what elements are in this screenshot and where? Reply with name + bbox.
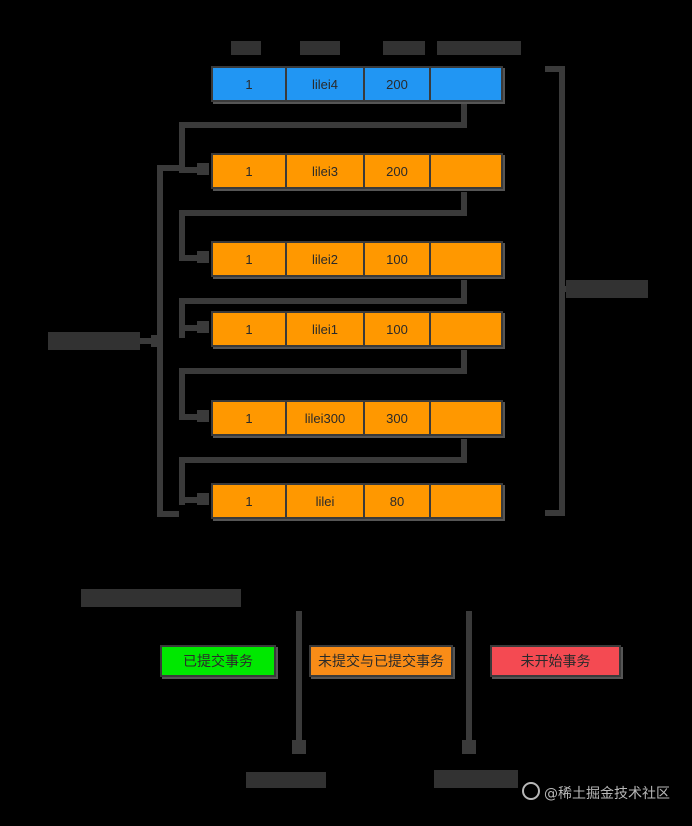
row-cell-pointer xyxy=(431,68,501,100)
pointer-link-2-arrow xyxy=(179,255,209,261)
pointer-link-2-vert-left xyxy=(179,210,185,258)
watermark: @稀土掘金技术社区 xyxy=(522,782,670,803)
row-cell-value: 300 xyxy=(365,402,431,434)
column-header-0: ■■ xyxy=(231,41,261,55)
row-cell-value: 100 xyxy=(365,313,431,345)
row-cell-id: 1 xyxy=(213,155,287,187)
row-cell-value: 200 xyxy=(365,68,431,100)
pointer-link-5-arrow xyxy=(179,497,209,503)
bottom-label-left: ■■■■■■■ xyxy=(246,772,326,788)
row-cell-id: 1 xyxy=(213,402,287,434)
pointer-link-2-horiz xyxy=(179,210,467,216)
table-row[interactable]: 1 lilei 80 xyxy=(211,483,503,519)
row-cell-value: 80 xyxy=(365,485,431,517)
right-brace-top xyxy=(545,66,565,72)
legend-item-not-started[interactable]: 未开始事务 xyxy=(490,645,621,677)
column-header-3: ■■■■■■ xyxy=(437,41,521,55)
pointer-link-1-vert-right xyxy=(461,104,467,126)
row-cell-name: lilei4 xyxy=(287,68,365,100)
row-cell-id: 1 xyxy=(213,313,287,345)
pointer-link-1-nub xyxy=(197,163,209,175)
pointer-link-5-vert-right xyxy=(461,439,467,461)
pointer-link-2-vert-right xyxy=(461,192,467,214)
row-cell-value: 200 xyxy=(365,155,431,187)
row-cell-id: 1 xyxy=(213,243,287,275)
row-cell-id: 1 xyxy=(213,68,287,100)
table-row[interactable]: 1 lilei300 300 xyxy=(211,400,503,436)
arrow-left-shaft xyxy=(296,611,302,754)
legend-label: 未提交与已提交事务 xyxy=(318,653,444,669)
row-cell-pointer xyxy=(431,485,501,517)
row-cell-value: 100 xyxy=(365,243,431,275)
right-brace-bottom xyxy=(545,510,565,516)
watermark-icon xyxy=(522,782,540,800)
pointer-link-4-nub xyxy=(197,410,209,422)
left-brace-top xyxy=(157,165,179,171)
pointer-link-4-vert-right xyxy=(461,350,467,372)
row-cell-pointer xyxy=(431,402,501,434)
left-brace-label: ■■■■■■■■ xyxy=(48,332,140,350)
left-brace-bottom xyxy=(157,511,179,517)
table-row[interactable]: 1 lilei4 200 xyxy=(211,66,503,102)
arrow-right-shaft xyxy=(466,611,472,754)
table-row[interactable]: 1 lilei2 100 xyxy=(211,241,503,277)
row-cell-name: lilei xyxy=(287,485,365,517)
section-label: ■■■■■■■■■■■■ xyxy=(81,589,241,607)
watermark-text: @稀土掘金技术社区 xyxy=(544,786,670,802)
row-cell-pointer xyxy=(431,155,501,187)
pointer-link-4-vert-left xyxy=(179,368,185,416)
left-brace-knob xyxy=(151,335,163,347)
pointer-link-1-vert-left xyxy=(179,122,185,170)
column-header-1: ■■■ xyxy=(300,41,340,55)
row-cell-name: lilei3 xyxy=(287,155,365,187)
legend-item-committed[interactable]: 已提交事务 xyxy=(160,645,276,677)
right-brace-label: ■■■■■■ xyxy=(566,280,648,298)
row-cell-pointer xyxy=(431,243,501,275)
pointer-link-3-vert-left xyxy=(179,298,185,338)
arrow-left-head xyxy=(292,740,306,754)
pointer-link-1-horiz xyxy=(179,122,467,128)
pointer-link-4-horiz xyxy=(179,368,467,374)
right-brace-spine xyxy=(559,66,565,516)
bottom-label-right: ■■■■■■■ xyxy=(434,770,518,788)
pointer-link-4-arrow xyxy=(179,414,209,420)
pointer-link-3-horiz xyxy=(179,298,467,304)
row-cell-name: lilei1 xyxy=(287,313,365,345)
pointer-link-1-arrow xyxy=(179,167,209,173)
row-cell-name: lilei2 xyxy=(287,243,365,275)
left-brace-stem xyxy=(140,338,160,344)
pointer-link-5-vert-left xyxy=(179,457,185,505)
pointer-link-5-nub xyxy=(197,493,209,505)
legend-item-mixed[interactable]: 未提交与已提交事务 xyxy=(309,645,453,677)
legend-label: 未开始事务 xyxy=(520,653,591,669)
table-row[interactable]: 1 lilei1 100 xyxy=(211,311,503,347)
pointer-link-3-vert-right xyxy=(461,280,467,302)
pointer-link-3-arrow xyxy=(179,325,209,331)
pointer-link-3-nub xyxy=(197,321,209,333)
pointer-link-5-horiz xyxy=(179,457,467,463)
row-cell-id: 1 xyxy=(213,485,287,517)
table-row[interactable]: 1 lilei3 200 xyxy=(211,153,503,189)
column-header-2: ■■■ xyxy=(383,41,425,55)
row-cell-name: lilei300 xyxy=(287,402,365,434)
arrow-right-head xyxy=(462,740,476,754)
row-cell-pointer xyxy=(431,313,501,345)
legend-label: 已提交事务 xyxy=(183,653,253,669)
pointer-link-2-nub xyxy=(197,251,209,263)
